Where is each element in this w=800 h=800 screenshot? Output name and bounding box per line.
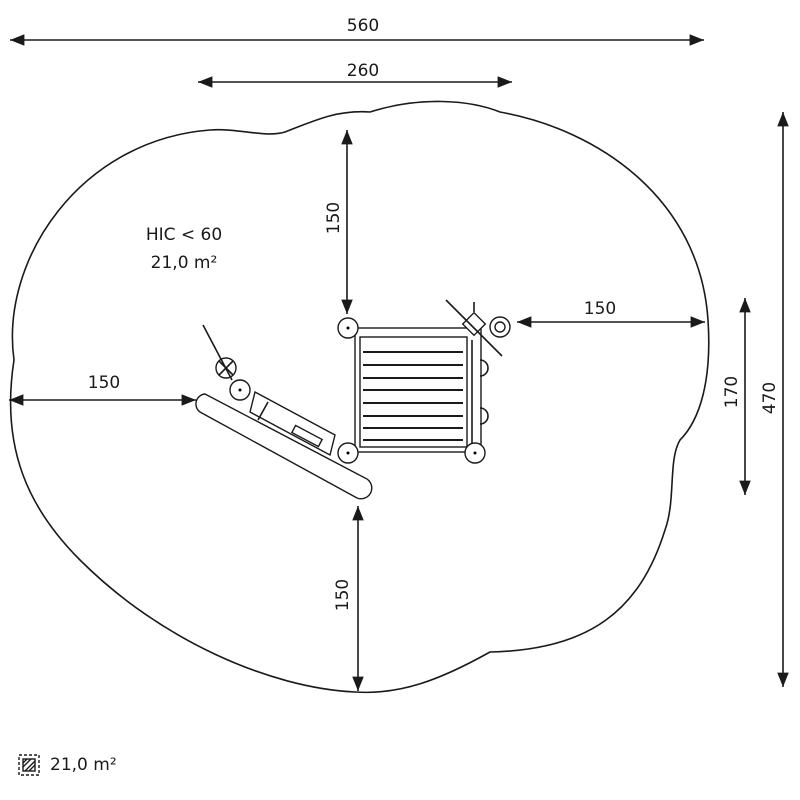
label-total-depth: 470: [760, 382, 780, 414]
platform: [354, 327, 489, 453]
hic-label: HIC < 60: [146, 225, 222, 245]
legend: 21,0 m²: [18, 754, 117, 776]
posts: [337, 299, 511, 464]
label-right-clearance: 150: [584, 299, 616, 319]
label-bottom-clearance: 150: [333, 579, 353, 611]
label-top-clearance: 150: [324, 202, 344, 234]
slide: [195, 324, 373, 500]
safety-zone-outline: [9, 100, 710, 694]
label-left-clearance: 150: [88, 373, 120, 393]
zone-area-label: 21,0 m²: [151, 253, 218, 273]
label-structure-width: 260: [347, 61, 379, 81]
label-structure-depth: 170: [722, 376, 742, 408]
legend-area-label: 21,0 m²: [50, 755, 117, 775]
label-total-width: 560: [347, 16, 379, 36]
hatched-area-icon: [18, 754, 40, 776]
